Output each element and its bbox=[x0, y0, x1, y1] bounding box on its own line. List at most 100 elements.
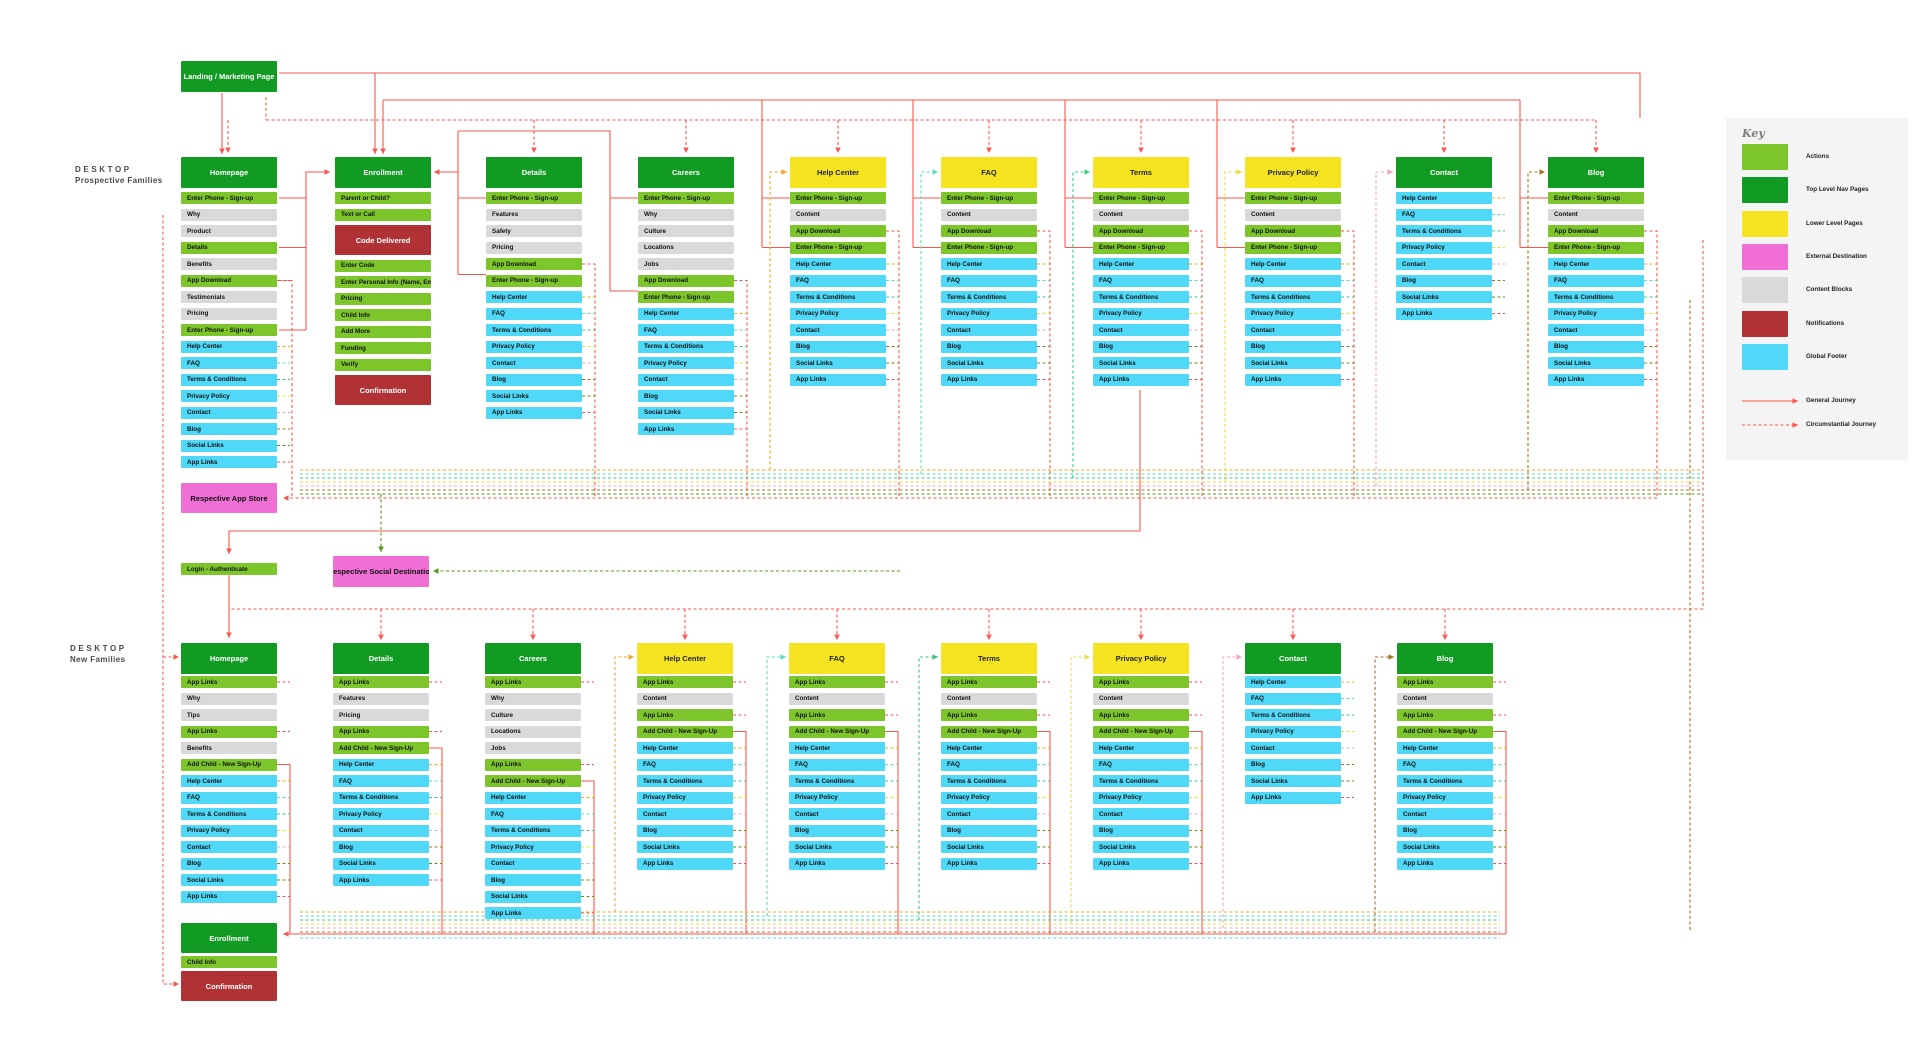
bottom-page-careers[interactable]: Careers bbox=[485, 643, 581, 674]
top-help-center-enter-phone-sign-up[interactable]: Enter Phone - Sign-up bbox=[790, 241, 886, 254]
bottom-help-center-app-links[interactable]: App Links bbox=[637, 709, 733, 721]
top-help-center-privacy-policy[interactable]: Privacy Policy bbox=[790, 307, 886, 320]
top-homepage-testimonials[interactable]: Testimonials bbox=[181, 291, 277, 303]
bottom-blog-content[interactable]: Content bbox=[1397, 692, 1493, 705]
top-enrollment-enter-code[interactable]: Enter Code bbox=[335, 259, 431, 272]
bottom-terms-app-links[interactable]: App Links bbox=[941, 857, 1037, 870]
bottom-homepage-app-links[interactable]: App Links bbox=[181, 676, 277, 688]
top-details-app-links[interactable]: App Links bbox=[486, 406, 582, 419]
top-details-app-download[interactable]: App Download bbox=[486, 258, 582, 270]
top-homepage-faq[interactable]: FAQ bbox=[181, 357, 277, 369]
top-faq-blog[interactable]: Blog bbox=[941, 340, 1037, 353]
bottom-careers-contact[interactable]: Contact bbox=[485, 857, 581, 870]
top-privacy-policy-enter-phone-sign-up[interactable]: Enter Phone - Sign-up bbox=[1245, 241, 1341, 254]
top-careers-enter-phone-sign-up[interactable]: Enter Phone - Sign-up bbox=[638, 291, 734, 303]
bottom-blog-add-child-new-sign-up[interactable]: Add Child - New Sign-Up bbox=[1397, 725, 1493, 738]
bottom-terms-social-links[interactable]: Social Links bbox=[941, 841, 1037, 853]
bottom-help-center-blog[interactable]: Blog bbox=[637, 824, 733, 837]
bottom-careers-culture[interactable]: Culture bbox=[485, 709, 581, 721]
top-homepage-app-download[interactable]: App Download bbox=[181, 274, 277, 287]
bottom-careers-add-child-new-sign-up[interactable]: Add Child - New Sign-Up bbox=[485, 775, 581, 787]
top-faq-content[interactable]: Content bbox=[941, 208, 1037, 221]
bottom-contact-contact[interactable]: Contact bbox=[1245, 742, 1341, 754]
top-terms-blog[interactable]: Blog bbox=[1093, 340, 1189, 353]
bottom-careers-terms-conditions[interactable]: Terms & Conditions bbox=[485, 824, 581, 837]
bottom-faq-app-links[interactable]: App Links bbox=[789, 676, 885, 688]
top-privacy-policy-content[interactable]: Content bbox=[1245, 208, 1341, 221]
top-careers-app-download[interactable]: App Download bbox=[638, 274, 734, 287]
top-careers-social-links[interactable]: Social Links bbox=[638, 406, 734, 419]
top-privacy-policy-social-links[interactable]: Social Links bbox=[1245, 357, 1341, 369]
bottom-terms-add-child-new-sign-up[interactable]: Add Child - New Sign-Up bbox=[941, 725, 1037, 738]
bottom-help-center-content[interactable]: Content bbox=[637, 692, 733, 705]
top-careers-jobs[interactable]: Jobs bbox=[638, 258, 734, 270]
bottom-terms-terms-conditions[interactable]: Terms & Conditions bbox=[941, 775, 1037, 787]
bottom-details-contact[interactable]: Contact bbox=[333, 824, 429, 837]
top-careers-why[interactable]: Why bbox=[638, 208, 734, 221]
top-terms-app-download[interactable]: App Download bbox=[1093, 225, 1189, 237]
top-homepage-terms-conditions[interactable]: Terms & Conditions bbox=[181, 373, 277, 386]
top-page-terms[interactable]: Terms bbox=[1093, 157, 1189, 188]
top-details-blog[interactable]: Blog bbox=[486, 373, 582, 386]
top-homepage-pricing[interactable]: Pricing bbox=[181, 307, 277, 320]
top-faq-app-links[interactable]: App Links bbox=[941, 373, 1037, 386]
top-faq-contact[interactable]: Contact bbox=[941, 324, 1037, 336]
box-child-info[interactable]: Child Info bbox=[181, 956, 277, 968]
top-terms-enter-phone-sign-up[interactable]: Enter Phone - Sign-up bbox=[1093, 192, 1189, 204]
top-blog-app-links[interactable]: App Links bbox=[1548, 373, 1644, 386]
top-blog-social-links[interactable]: Social Links bbox=[1548, 357, 1644, 369]
box-enrollment[interactable]: Enrollment bbox=[181, 923, 277, 953]
bottom-careers-app-links[interactable]: App Links bbox=[485, 907, 581, 919]
top-enrollment-funding[interactable]: Funding bbox=[335, 342, 431, 354]
bottom-details-faq[interactable]: FAQ bbox=[333, 775, 429, 787]
top-page-enrollment[interactable]: Enrollment bbox=[335, 157, 431, 188]
bottom-page-help-center[interactable]: Help Center bbox=[637, 643, 733, 674]
bottom-help-center-app-links[interactable]: App Links bbox=[637, 676, 733, 688]
bottom-page-homepage[interactable]: Homepage bbox=[181, 643, 277, 674]
top-details-faq[interactable]: FAQ bbox=[486, 307, 582, 320]
top-enrollment-confirmation[interactable]: Confirmation bbox=[335, 375, 431, 405]
top-terms-faq[interactable]: FAQ bbox=[1093, 274, 1189, 287]
top-enrollment-add-more[interactable]: Add More bbox=[335, 325, 431, 338]
top-homepage-details[interactable]: Details bbox=[181, 241, 277, 254]
bottom-terms-content[interactable]: Content bbox=[941, 692, 1037, 705]
top-enrollment-verify[interactable]: Verify bbox=[335, 358, 431, 371]
top-homepage-help-center[interactable]: Help Center bbox=[181, 340, 277, 353]
bottom-page-contact[interactable]: Contact bbox=[1245, 643, 1341, 674]
bottom-contact-help-center[interactable]: Help Center bbox=[1245, 676, 1341, 688]
bottom-faq-content[interactable]: Content bbox=[789, 692, 885, 705]
top-help-center-app-download[interactable]: App Download bbox=[790, 225, 886, 237]
top-homepage-blog[interactable]: Blog bbox=[181, 423, 277, 435]
top-help-center-blog[interactable]: Blog bbox=[790, 340, 886, 353]
bottom-blog-blog[interactable]: Blog bbox=[1397, 824, 1493, 837]
top-blog-help-center[interactable]: Help Center bbox=[1548, 258, 1644, 270]
bottom-page-terms[interactable]: Terms bbox=[941, 643, 1037, 674]
top-careers-app-links[interactable]: App Links bbox=[638, 423, 734, 435]
bottom-terms-help-center[interactable]: Help Center bbox=[941, 742, 1037, 754]
top-homepage-app-links[interactable]: App Links bbox=[181, 456, 277, 468]
bottom-privacy-policy-help-center[interactable]: Help Center bbox=[1093, 742, 1189, 754]
bottom-faq-terms-conditions[interactable]: Terms & Conditions bbox=[789, 775, 885, 787]
bottom-faq-app-links[interactable]: App Links bbox=[789, 857, 885, 870]
top-contact-social-links[interactable]: Social Links bbox=[1396, 291, 1492, 303]
bottom-help-center-app-links[interactable]: App Links bbox=[637, 857, 733, 870]
bottom-details-help-center[interactable]: Help Center bbox=[333, 758, 429, 771]
bottom-contact-app-links[interactable]: App Links bbox=[1245, 791, 1341, 804]
bottom-homepage-help-center[interactable]: Help Center bbox=[181, 775, 277, 787]
top-careers-privacy-policy[interactable]: Privacy Policy bbox=[638, 357, 734, 369]
bottom-blog-app-links[interactable]: App Links bbox=[1397, 676, 1493, 688]
top-terms-terms-conditions[interactable]: Terms & Conditions bbox=[1093, 291, 1189, 303]
box-confirmation[interactable]: Confirmation bbox=[181, 971, 277, 1001]
bottom-homepage-why[interactable]: Why bbox=[181, 692, 277, 705]
bottom-privacy-policy-social-links[interactable]: Social Links bbox=[1093, 841, 1189, 853]
top-homepage-enter-phone-sign-up[interactable]: Enter Phone - Sign-up bbox=[181, 192, 277, 204]
top-details-contact[interactable]: Contact bbox=[486, 357, 582, 369]
box-respective-app-store[interactable]: Respective App Store bbox=[181, 483, 277, 513]
bottom-faq-faq[interactable]: FAQ bbox=[789, 758, 885, 771]
bottom-careers-why[interactable]: Why bbox=[485, 692, 581, 705]
top-terms-help-center[interactable]: Help Center bbox=[1093, 258, 1189, 270]
top-blog-enter-phone-sign-up[interactable]: Enter Phone - Sign-up bbox=[1548, 192, 1644, 204]
bottom-details-add-child-new-sign-up[interactable]: Add Child - New Sign-Up bbox=[333, 742, 429, 754]
top-help-center-contact[interactable]: Contact bbox=[790, 324, 886, 336]
top-faq-help-center[interactable]: Help Center bbox=[941, 258, 1037, 270]
